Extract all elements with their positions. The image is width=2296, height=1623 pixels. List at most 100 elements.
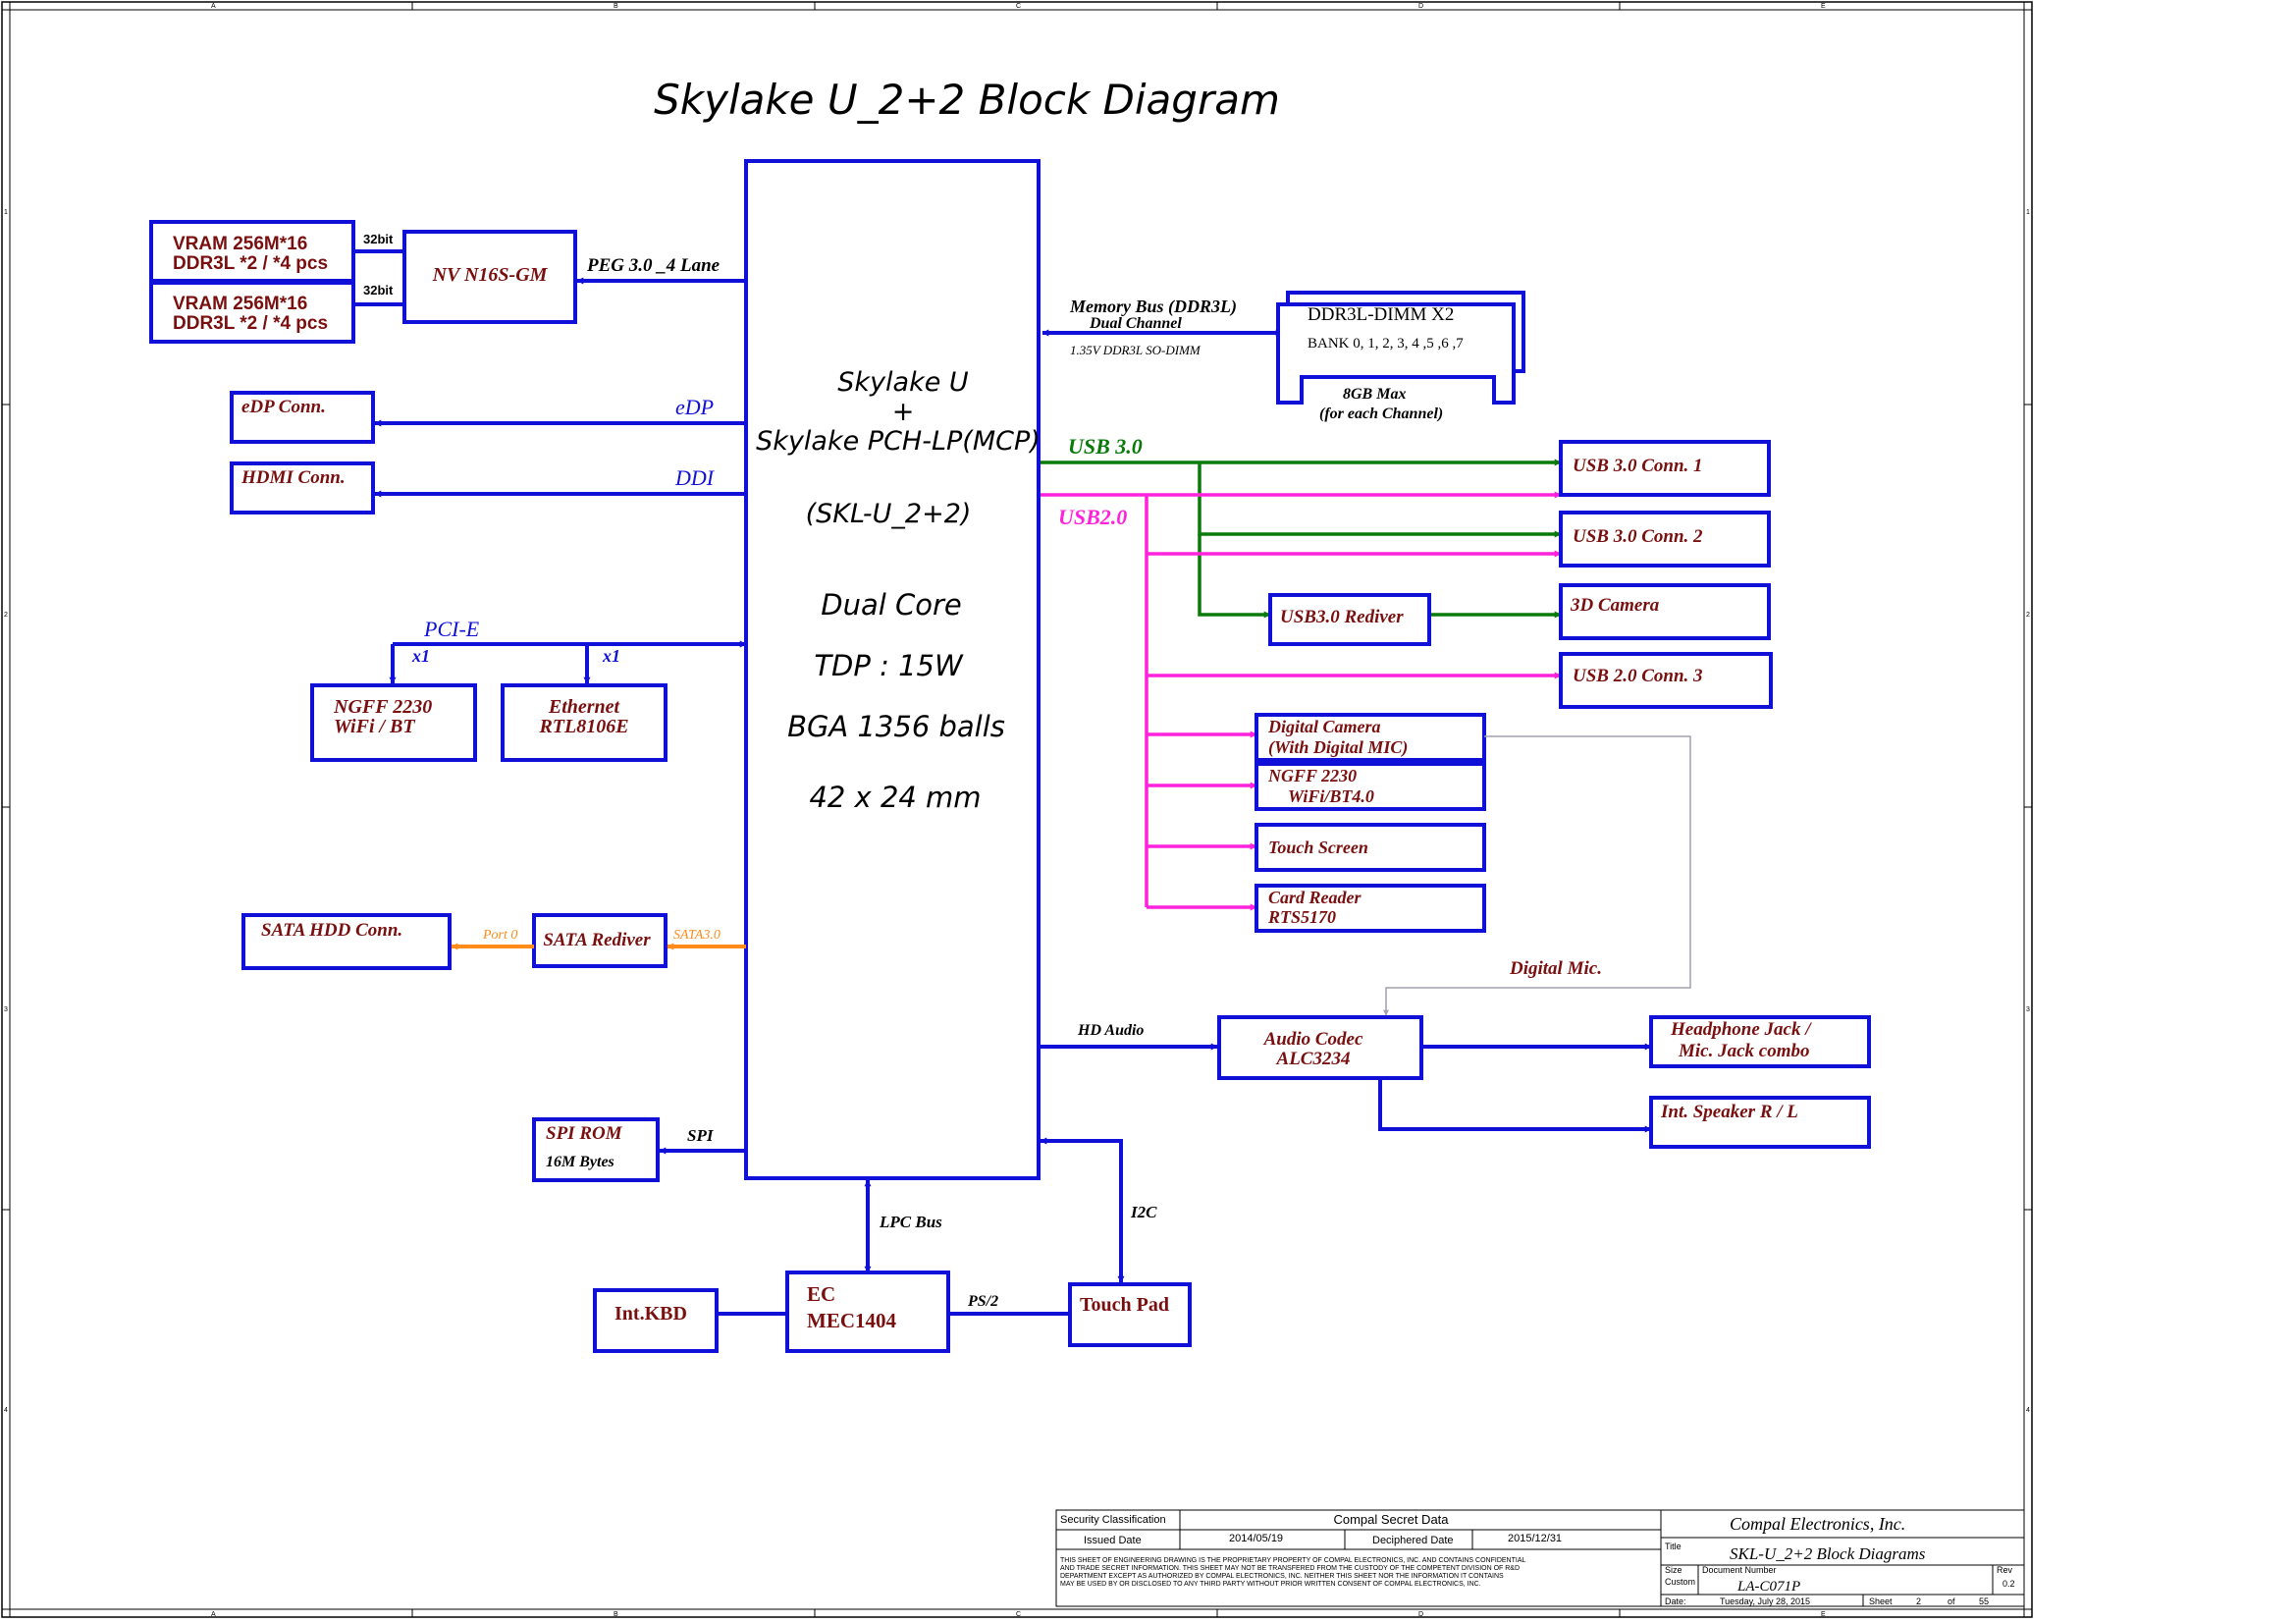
sheet-frame (1, 1, 2033, 1618)
usb30-redriver-label: USB3.0 Rediver (1280, 607, 1404, 627)
usb30-lines (1041, 459, 1562, 619)
ngff-bt-box: NGFF 2230 WiFi/BT4.0 (1255, 762, 1486, 811)
frame-col-e: E (1821, 3, 1826, 10)
dimm-max-label: 8GB Max (1343, 386, 1406, 403)
speaker-box: Int. Speaker R / L (1649, 1096, 1871, 1149)
tb-date-value: Tuesday, July 28, 2015 (1720, 1596, 1810, 1606)
tb-notice-3: DEPARTMENT EXCEPT AS AUTHORIZED BY COMPA… (1060, 1573, 1504, 1580)
audio-codec-line-2: ALC3234 (1276, 1049, 1351, 1069)
int-kbd-box: Int.KBD (593, 1288, 719, 1353)
cpu-block (744, 159, 1041, 1180)
touch-pad-label: Touch Pad (1080, 1294, 1169, 1316)
usb20-conn3-label: USB 2.0 Conn. 3 (1573, 666, 1703, 686)
title-block (1055, 1509, 2025, 1607)
edp-conn-label: eDP Conn. (241, 397, 326, 417)
peg-label: PEG 3.0 _4 Lane (586, 255, 721, 276)
spi-rom-line-1: SPI ROM (546, 1123, 623, 1144)
cpu-line-4: (SKL-U_2+2) (806, 499, 972, 529)
tb-sheet-label: Sheet (1869, 1596, 1893, 1606)
dimm-title: DDR3L-DIMM X2 (1308, 304, 1454, 325)
speaker-line (1378, 1078, 1652, 1133)
ddi-label: DDI (674, 465, 716, 490)
i2c-line (1040, 1137, 1125, 1283)
ddr3l-dimm-box (1276, 291, 1525, 405)
spi-rom-box: SPI ROM 16M Bytes (532, 1117, 660, 1182)
vram2-line-1: VRAM 256M*16 (173, 294, 307, 314)
frame-row-4: 4 (4, 1407, 8, 1414)
3d-camera-box: 3D Camera (1559, 583, 1771, 640)
edp-conn-box: eDP Conn. (230, 391, 375, 444)
ngff-bt-line-2: WiFi/BT4.0 (1288, 786, 1374, 806)
ngff-bt-line-1: NGFF 2230 (1267, 766, 1357, 785)
tb-size-label: Size (1665, 1565, 1682, 1575)
tb-issued-value: 2014/05/19 (1229, 1533, 1283, 1544)
ethernet-box: Ethernet RTL8106E (501, 683, 667, 762)
usb30-redriver-box: USB3.0 Rediver (1268, 593, 1431, 646)
ec-line-2: MEC1404 (807, 1309, 896, 1332)
frame-row-2-right: 2 (2026, 612, 2030, 619)
sata-hdd-conn-box: SATA HDD Conn. (241, 913, 452, 970)
sata30-label: SATA3.0 (673, 928, 721, 943)
frame-col-a: A (211, 3, 216, 10)
audio-codec-box: Audio Codec ALC3234 (1217, 1015, 1423, 1080)
pcie-x1-label-a: x1 (411, 646, 430, 666)
ethernet-line-1: Ethernet (548, 696, 621, 718)
vram1-bit-label: 32bit (363, 232, 394, 246)
tb-issued-label: Issued Date (1084, 1535, 1142, 1546)
tb-company: Compal Electronics, Inc. (1730, 1514, 1905, 1534)
digital-camera-line-2: (With Digital MIC) (1268, 737, 1408, 758)
cpu-line-8: 42 x 24 mm (809, 781, 981, 814)
ps2-label: PS/2 (967, 1293, 998, 1310)
frame-col-e-bottom: E (1821, 1611, 1826, 1618)
vram1-line-2: DDR3L *2 / *4 pcs (173, 253, 328, 274)
tb-rev-value: 0.2 (2002, 1579, 2015, 1589)
int-kbd-label: Int.KBD (614, 1303, 687, 1325)
frame-col-a-bottom: A (211, 1611, 216, 1618)
memory-channel-label: Dual Channel (1089, 315, 1182, 332)
memory-bus-label: Memory Bus (DDR3L) (1069, 297, 1237, 317)
digital-mic-line (1383, 735, 1691, 1016)
sata-hdd-label: SATA HDD Conn. (261, 920, 402, 941)
dimm-max-label-2: (for each Channel) (1319, 406, 1443, 422)
tb-notice-2: AND TRADE SECRET INFORMATION. THIS SHEET… (1060, 1565, 1520, 1572)
usb20-lines (1041, 491, 1562, 911)
i2c-label: I2C (1130, 1203, 1157, 1221)
ec-box: EC MEC1404 (785, 1271, 950, 1353)
tb-deciphered-label: Deciphered Date (1372, 1535, 1454, 1546)
tb-custom-label: Custom (1665, 1577, 1695, 1587)
cpu-line-5: Dual Core (821, 588, 962, 622)
frame-col-c-bottom: C (1016, 1611, 1021, 1618)
cpu-line-1: Skylake U (837, 367, 969, 398)
digital-mic-label: Digital Mic. (1509, 958, 1602, 979)
tb-deciphered-value: 2015/12/31 (1508, 1533, 1562, 1544)
frame-row-1-right: 1 (2026, 209, 2030, 216)
audio-codec-line-1: Audio Codec (1263, 1029, 1363, 1050)
frame-row-3-right: 3 (2026, 1006, 2030, 1013)
3d-camera-label: 3D Camera (1570, 595, 1660, 616)
digital-camera-line-1: Digital Camera (1267, 717, 1381, 736)
frame-col-b: B (614, 3, 618, 10)
tb-security-label: Security Classification (1060, 1514, 1166, 1526)
tb-date-label: Date: (1665, 1596, 1686, 1606)
tb-rev-label: Rev (1997, 1565, 2013, 1575)
spi-rom-line-2: 16M Bytes (546, 1154, 614, 1170)
vram2-bit-label: 32bit (363, 283, 394, 298)
tb-notice-1: THIS SHEET OF ENGINEERING DRAWING IS THE… (1060, 1557, 1525, 1564)
pcie-label: PCI-E (423, 617, 480, 641)
tb-title-label: Title (1665, 1542, 1682, 1551)
usb30-conn2-label: USB 3.0 Conn. 2 (1573, 526, 1703, 547)
touch-screen-box: Touch Screen (1255, 823, 1486, 872)
frame-row-2: 2 (4, 612, 8, 619)
headphone-box: Headphone Jack / Mic. Jack combo (1649, 1015, 1871, 1068)
frame-row-1: 1 (4, 209, 8, 216)
gpu-label: NV N16S-GM (432, 264, 549, 286)
touch-pad-box: Touch Pad (1068, 1282, 1192, 1347)
usb30-conn1-label: USB 3.0 Conn. 1 (1573, 456, 1703, 476)
frame-row-3: 3 (4, 1006, 8, 1013)
vram-box-2: VRAM 256M*16 DDR3L *2 / *4 pcs (149, 281, 355, 344)
lpc-label: LPC Bus (879, 1213, 942, 1231)
title-block-text: Security Classification Compal Secret Da… (1060, 1512, 2015, 1606)
usb30-conn1-box: USB 3.0 Conn. 1 (1559, 440, 1771, 497)
frame-col-d: D (1418, 3, 1423, 10)
